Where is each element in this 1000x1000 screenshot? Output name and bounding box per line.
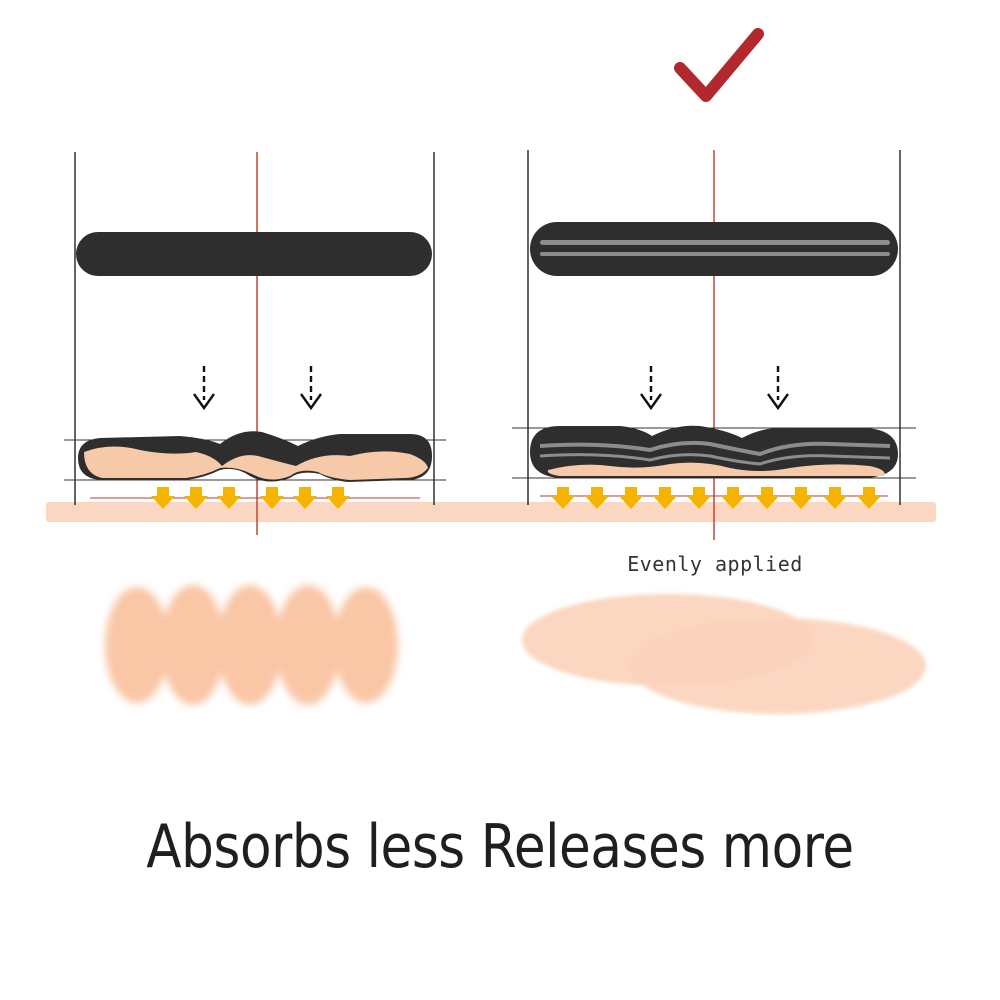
down-arrow-dashed-icon [299,364,323,410]
blot [334,587,398,703]
even-blend [522,594,926,714]
puff-stripe [539,440,891,457]
blot [105,587,169,703]
foundation-layer [547,462,885,476]
down-arrow-dashed-icon [766,364,790,410]
headline: Absorbs less Releases more [146,812,854,882]
check-mark-icon [674,28,764,102]
puff-stripe [540,252,890,256]
down-arrow-dashed-icon [192,364,216,410]
down-arrow-dashed-icon [639,364,663,410]
uneven-blots [105,585,398,705]
blend-area [630,618,926,714]
puff-top [530,222,898,276]
puff-pressed [530,425,898,478]
evenly-applied-caption: Evenly applied [627,552,803,576]
blot [276,585,340,705]
foundation-layer [84,446,428,480]
puff-stripe [540,240,890,245]
right-panel [512,150,926,714]
blot [218,585,282,705]
puff-stripe [539,453,891,466]
puff-top [76,232,432,276]
blot [161,585,225,705]
left-panel [64,152,446,705]
